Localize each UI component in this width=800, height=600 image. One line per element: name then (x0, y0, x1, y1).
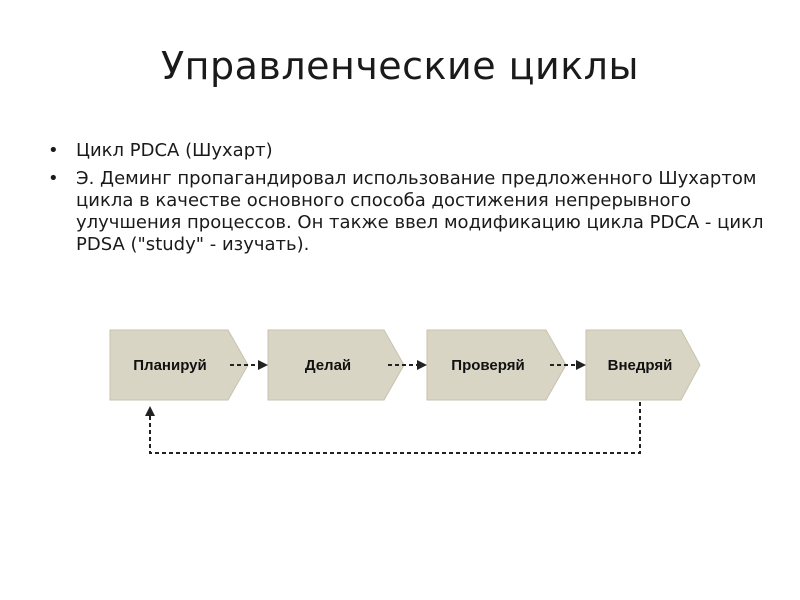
bullet-text-deming: Э. Деминг пропагандировал использование … (76, 168, 764, 255)
bullet-dot-icon: • (48, 140, 59, 161)
slide-title: Управленческие циклы (161, 44, 639, 88)
step-plan: Планируй (109, 329, 249, 401)
bullet-item-deming: • Э. Деминг пропагандировал использовани… (48, 168, 768, 256)
bullet-list: • Цикл PDCA (Шухарт) • Э. Деминг пропага… (48, 140, 768, 262)
step-check-shape (426, 329, 567, 401)
feedback-loop-connector (145, 402, 641, 454)
step-act: Внедряй (585, 329, 701, 401)
bullet-item-pdca: • Цикл PDCA (Шухарт) (48, 140, 768, 162)
bullet-dot-icon: • (48, 168, 59, 189)
step-plan-label: Планируй (133, 357, 206, 374)
step-plan-shape (109, 329, 249, 401)
step-do-label: Делай (305, 357, 351, 374)
step-act-label: Внедряй (608, 357, 673, 374)
step-check: Проверяй (426, 329, 567, 401)
step-do: Делай (267, 329, 405, 401)
step-act-shape (585, 329, 701, 401)
step-do-shape (267, 329, 405, 401)
bullet-text-pdca: Цикл PDCA (Шухарт) (76, 140, 273, 161)
step-check-label: Проверяй (451, 357, 524, 374)
